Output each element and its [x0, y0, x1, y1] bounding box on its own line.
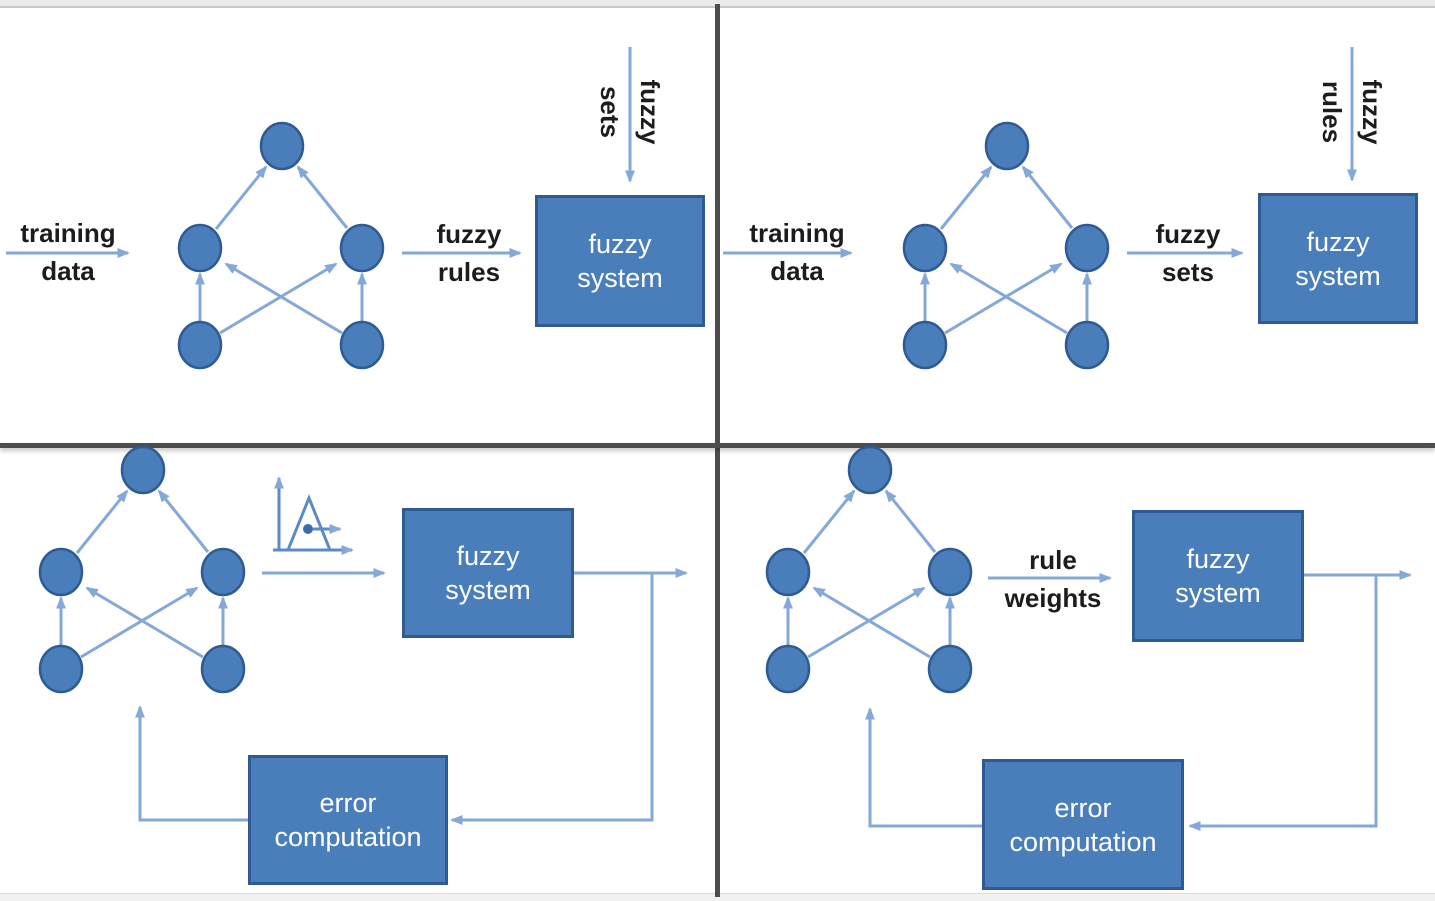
error-computation-box: error computation: [982, 759, 1184, 890]
training-data-label: training data: [20, 214, 115, 290]
bottom-right-connectors: [864, 569, 1412, 832]
box-label-line: fuzzy: [1306, 226, 1370, 257]
feedback-line: [1188, 575, 1378, 832]
label-line: rule: [1029, 545, 1077, 575]
label-line: training: [20, 218, 116, 248]
label-line: fuzzy: [1155, 219, 1221, 249]
fuzzy-rules-vertical-label: fuzzy rules: [1312, 80, 1392, 145]
neural-network-graphic: [904, 123, 1108, 368]
box-label-line: computation: [274, 822, 422, 852]
fuzzy-rules-label: fuzzy rules: [437, 215, 502, 291]
label-line: fuzzy: [1357, 79, 1387, 145]
top-right-connectors: [723, 47, 1358, 259]
vertical-divider-line: [715, 4, 720, 897]
box-label-line: system: [1295, 260, 1381, 291]
feedback-line: [134, 705, 248, 822]
top-left-connectors: [6, 47, 636, 259]
label-line: sets: [595, 85, 625, 139]
neural-network-graphic: [767, 447, 971, 692]
bottom-left-connectors: [134, 567, 688, 826]
box-label-line: computation: [1009, 826, 1157, 857]
label-line: fuzzy: [436, 219, 502, 249]
label-line: weights: [1004, 583, 1102, 613]
label-line: sets: [1161, 257, 1215, 287]
box-label-line: system: [445, 575, 531, 605]
label-line: data: [41, 256, 95, 286]
box-label-line: fuzzy: [456, 541, 520, 571]
box-label-line: system: [1175, 578, 1261, 608]
label-line: training: [749, 218, 845, 248]
feedback-line: [864, 707, 982, 828]
label-line: rules: [437, 257, 501, 287]
fuzzy-sets-label: fuzzy sets: [1156, 215, 1221, 291]
label-line: fuzzy: [635, 79, 665, 145]
membership-function-icon: [273, 476, 354, 556]
label-line: rules: [1317, 80, 1347, 144]
horizontal-divider-line: [0, 443, 1435, 448]
fuzzy-system-box: fuzzy system: [1132, 510, 1304, 642]
error-computation-box: error computation: [248, 755, 448, 885]
fuzzy-system-box: fuzzy system: [535, 195, 705, 327]
fuzzy-system-box: fuzzy system: [402, 508, 574, 638]
box-label-line: error: [1054, 792, 1112, 823]
neural-network-graphic: [179, 123, 383, 368]
training-data-label: training data: [749, 214, 844, 290]
box-label-line: fuzzy: [588, 229, 652, 259]
label-line: data: [770, 256, 824, 286]
fuzzy-sets-vertical-label: fuzzy sets: [590, 80, 670, 145]
fuzzy-system-box: fuzzy system: [1258, 193, 1418, 324]
box-label-line: fuzzy: [1186, 544, 1250, 574]
box-label-line: system: [577, 263, 663, 293]
rule-weights-label: rule weights: [1005, 541, 1102, 617]
feedback-line: [450, 573, 654, 826]
box-label-line: error: [319, 788, 377, 818]
neural-network-graphic: [40, 447, 244, 692]
